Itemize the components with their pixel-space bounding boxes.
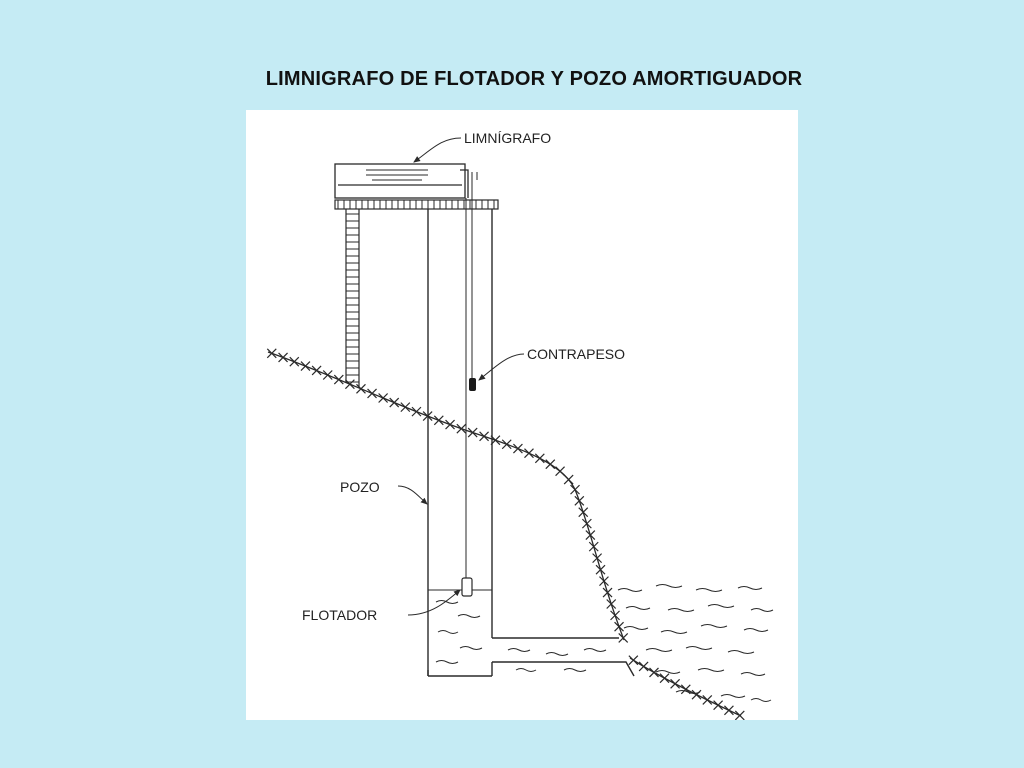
label-flotador: FLOTADOR	[302, 607, 377, 623]
ground-hatching	[266, 348, 629, 643]
recorder-box	[334, 163, 469, 199]
counterweight	[469, 378, 476, 391]
ground-slope	[267, 351, 625, 641]
ladder-rungs	[346, 213, 359, 383]
gauge-cables	[465, 172, 478, 578]
label-pozo: POZO	[340, 479, 380, 495]
riverbed-hatching	[628, 655, 745, 720]
leader-contrapeso	[478, 353, 525, 381]
leader-pozo	[397, 485, 428, 505]
slide-title: LIMNIGRAFO DE FLOTADOR Y POZO AMORTIGUAD…	[265, 68, 803, 90]
leader-limnigrafo	[413, 137, 462, 163]
water-waves	[435, 584, 774, 702]
well-walls	[427, 209, 635, 677]
leader-flotador	[407, 589, 461, 616]
diagram-panel: LIMNÍGRAFO CONTRAPESO POZO FLOTADOR	[246, 110, 798, 720]
platform-beam-hatching	[337, 200, 495, 209]
riverbed-ground	[629, 657, 742, 717]
float	[461, 577, 473, 597]
label-contrapeso: CONTRAPESO	[527, 346, 625, 362]
label-limnigrafo: LIMNÍGRAFO	[464, 130, 551, 146]
float-gauge-diagram: LIMNÍGRAFO CONTRAPESO POZO FLOTADOR	[266, 130, 774, 720]
